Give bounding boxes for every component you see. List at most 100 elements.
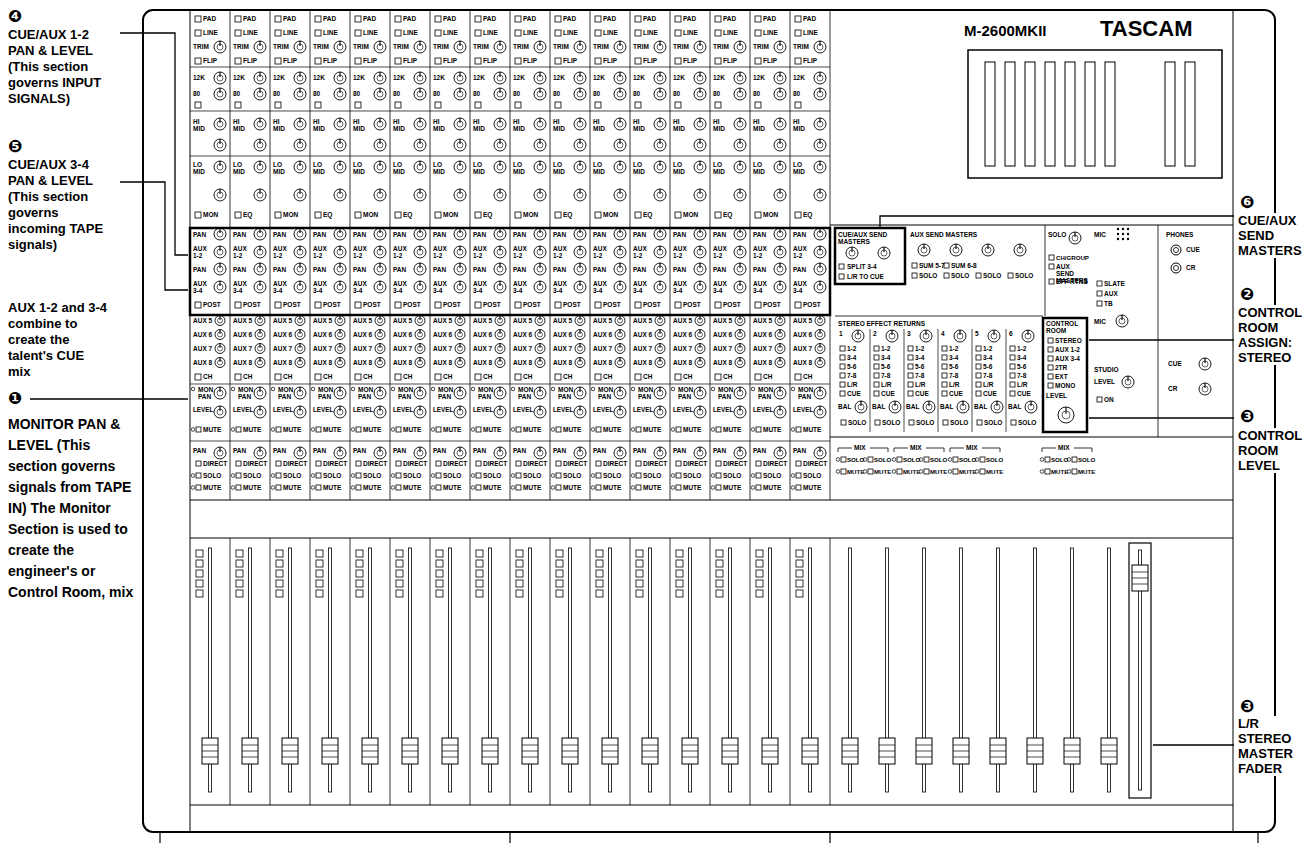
control-label: HI MID <box>633 118 648 132</box>
fader-cap-line <box>1064 757 1080 758</box>
control-label: 12K <box>673 74 693 81</box>
knob-pointer <box>699 246 700 251</box>
control-label: AUX 3-4 <box>593 280 613 294</box>
knob <box>655 316 665 326</box>
knob-pointer <box>299 358 300 362</box>
control-label: TRIM <box>753 43 773 50</box>
push-button <box>840 364 845 369</box>
push-button <box>944 263 949 268</box>
control-label: HI MID <box>233 118 248 132</box>
push-button <box>435 102 441 108</box>
push-button <box>636 485 641 490</box>
push-button <box>908 346 913 351</box>
knob-pointer <box>499 281 500 286</box>
push-button <box>276 473 281 478</box>
knob-pointer <box>1204 383 1205 388</box>
control-label: AUX 6 <box>233 331 253 338</box>
push-button <box>841 420 846 425</box>
leader-line <box>120 182 188 290</box>
knob <box>735 316 745 326</box>
push-button <box>676 427 681 432</box>
control-label: PAN <box>513 447 533 454</box>
push-button <box>395 16 401 22</box>
level-led <box>436 570 443 577</box>
level-led <box>516 580 523 587</box>
knob-pointer <box>659 330 660 334</box>
knob-pointer <box>699 88 700 93</box>
knob <box>923 401 935 413</box>
knob-pointer <box>579 330 580 334</box>
level-led <box>436 560 443 567</box>
knob-pointer <box>219 281 220 286</box>
knob <box>254 246 266 258</box>
push-button <box>795 302 801 308</box>
push-button <box>839 264 844 269</box>
control-label: PAD <box>243 15 269 22</box>
control-label: TRIM <box>713 43 733 50</box>
knob-pointer <box>499 88 500 93</box>
knob-pointer <box>459 246 460 251</box>
led <box>431 428 435 432</box>
strip-divider <box>710 10 711 500</box>
push-button <box>476 427 481 432</box>
led <box>391 486 395 490</box>
knob-pointer <box>739 161 740 166</box>
knob <box>886 330 898 342</box>
push-button <box>555 30 561 36</box>
level-led <box>636 590 643 597</box>
mix-bracket <box>950 448 964 452</box>
knob-pointer <box>699 161 700 166</box>
level-led <box>716 550 723 557</box>
control-label: MUTE <box>403 426 429 433</box>
control-label: MUTE <box>723 484 749 491</box>
led <box>551 428 555 432</box>
control-label: AUX 3-4 <box>553 280 573 294</box>
knob <box>878 247 890 259</box>
leader-line <box>30 398 188 399</box>
control-label: MON PAN <box>638 386 654 400</box>
led <box>791 474 795 478</box>
knob-pointer <box>539 118 540 123</box>
strip-divider <box>590 10 591 500</box>
knob-pointer <box>659 41 660 46</box>
level-led <box>796 570 803 577</box>
control-label: LO MID <box>793 161 808 175</box>
fader-cap <box>722 738 738 764</box>
knob <box>454 88 466 100</box>
control-label: MUTE <box>243 426 269 433</box>
knob <box>215 316 225 326</box>
control-label: MUTE <box>443 484 469 491</box>
control-label: PAN <box>633 447 653 454</box>
fader-cap-line <box>522 757 538 758</box>
led <box>391 428 395 432</box>
push-button <box>875 420 880 425</box>
push-button <box>235 102 241 108</box>
level-led <box>556 590 563 597</box>
fader-cap <box>990 738 1006 764</box>
push-button <box>755 102 761 108</box>
knob <box>815 316 825 326</box>
knob <box>414 228 426 240</box>
control-label: MON PAN <box>398 386 414 400</box>
control-label: AUX 1-2 <box>233 245 253 259</box>
knob <box>774 246 786 258</box>
knob-pointer <box>459 263 460 268</box>
control-label: LO MID <box>473 161 488 175</box>
level-led <box>356 550 363 557</box>
led <box>791 486 795 490</box>
control-label: LEVEL <box>233 406 253 413</box>
push-button <box>897 457 902 462</box>
knob <box>655 358 665 368</box>
control-label: AUX 3-4 <box>673 280 693 294</box>
knob <box>1022 330 1034 342</box>
led <box>231 474 235 478</box>
knob-pointer <box>419 161 420 166</box>
push-button <box>1045 457 1050 462</box>
control-label: AUX 6 <box>673 331 693 338</box>
push-button <box>356 427 361 432</box>
knob <box>614 189 626 201</box>
knob-pointer <box>987 244 988 249</box>
led <box>751 387 755 391</box>
knob <box>654 447 666 459</box>
fader-cap-line <box>322 757 338 758</box>
